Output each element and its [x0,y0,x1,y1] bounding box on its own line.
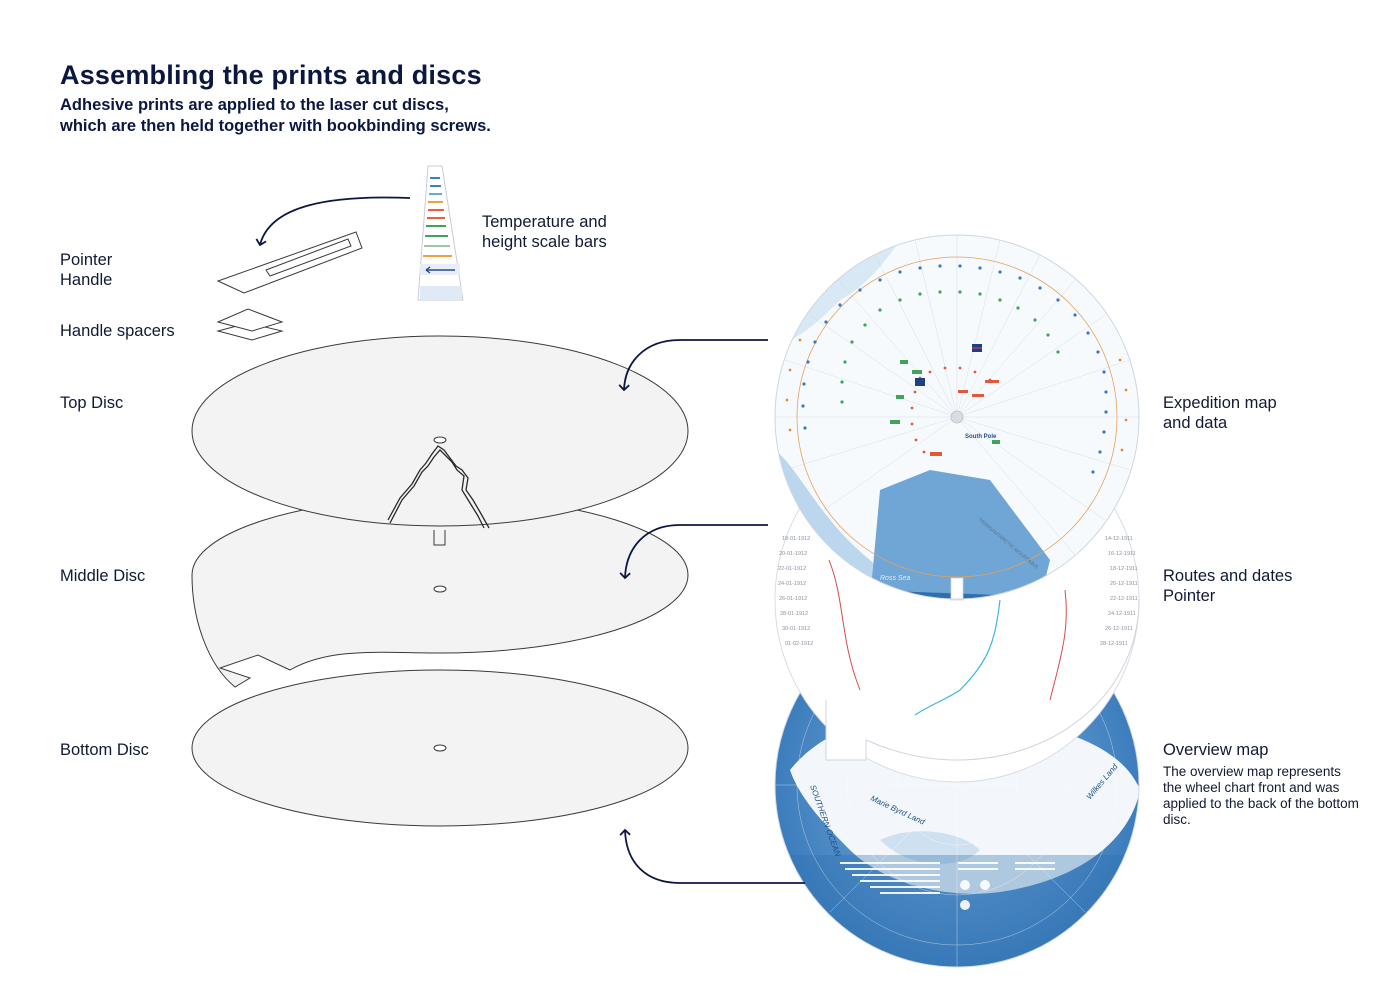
svg-text:24-01-1912: 24-01-1912 [778,581,806,587]
top-disc-hole [433,436,447,444]
pointer-handle [216,231,363,294]
svg-text:26-01-1912: 26-01-1912 [779,596,807,602]
middle-disc [191,496,689,688]
svg-text:28-01-1912: 28-01-1912 [780,611,808,617]
label-top-disc: Top Disc [60,394,124,412]
svg-text:20-01-1912: 20-01-1912 [779,551,807,557]
arrows [255,196,805,884]
svg-text:16-12-1911: 16-12-1911 [1108,551,1136,557]
label-routes-dates: Routes and dates Pointer [1163,567,1293,605]
svg-text:24-12-1911: 24-12-1911 [1108,611,1136,617]
map-label-south-pole: South Pole [965,434,997,440]
overview-map-description: The overview map represents the wheel ch… [1163,764,1359,827]
svg-text:14-12-1911: 14-12-1911 [1105,536,1133,542]
svg-text:22-12-1911: 22-12-1911 [1110,596,1138,602]
scale-bars-print [417,165,464,301]
svg-text:30-01-1912: 30-01-1912 [782,626,810,632]
top-disc [191,335,689,529]
page-subtitle: Adhesive prints are applied to the laser… [60,95,491,137]
subtitle-line-2: which are then held together with bookbi… [60,117,491,135]
label-overview-map: Overview map [1163,741,1269,759]
label-scale-bars: Temperature and height scale bars [482,213,607,251]
label-expedition-map: Expedition map and data [1163,394,1277,432]
label-bottom-disc: Bottom Disc [60,741,149,759]
bottom-disc-hole [433,744,447,752]
expedition-map-print: South Pole TRANSANTARCTIC MOUNTAINS Ross… [774,234,1140,601]
svg-text:26-12-1911: 26-12-1911 [1105,626,1133,632]
label-handle-spacers: Handle spacers [60,322,175,340]
svg-text:18-12-1911: 18-12-1911 [1110,566,1138,572]
svg-text:20-12-1911: 20-12-1911 [1110,581,1138,587]
middle-disc-hole [433,585,447,593]
arrow-overview [619,828,805,884]
bottom-disc [191,669,689,827]
middle-disc-notch [433,530,446,546]
svg-text:22-01-1912: 22-01-1912 [778,566,806,572]
arrow-routes [619,524,768,580]
expedition-map-center-hole [950,410,964,424]
svg-text:28-12-1911: 28-12-1911 [1100,641,1128,647]
svg-text:01-02-1912: 01-02-1912 [785,641,813,647]
label-middle-disc: Middle Disc [60,567,146,585]
subtitle-line-1: Adhesive prints are applied to the laser… [60,96,449,114]
svg-text:18-01-1912: 18-01-1912 [782,536,810,542]
page-title: Assembling the prints and discs [60,60,482,90]
handle-spacers [216,308,284,341]
map-label-ross-sea: Ross Sea [880,575,910,582]
label-pointer-handle: Pointer Handle [60,251,113,289]
arrow-scale-bars [255,196,411,247]
top-disc-mountain-cutout [387,445,490,529]
arrow-expedition-map [618,339,768,392]
